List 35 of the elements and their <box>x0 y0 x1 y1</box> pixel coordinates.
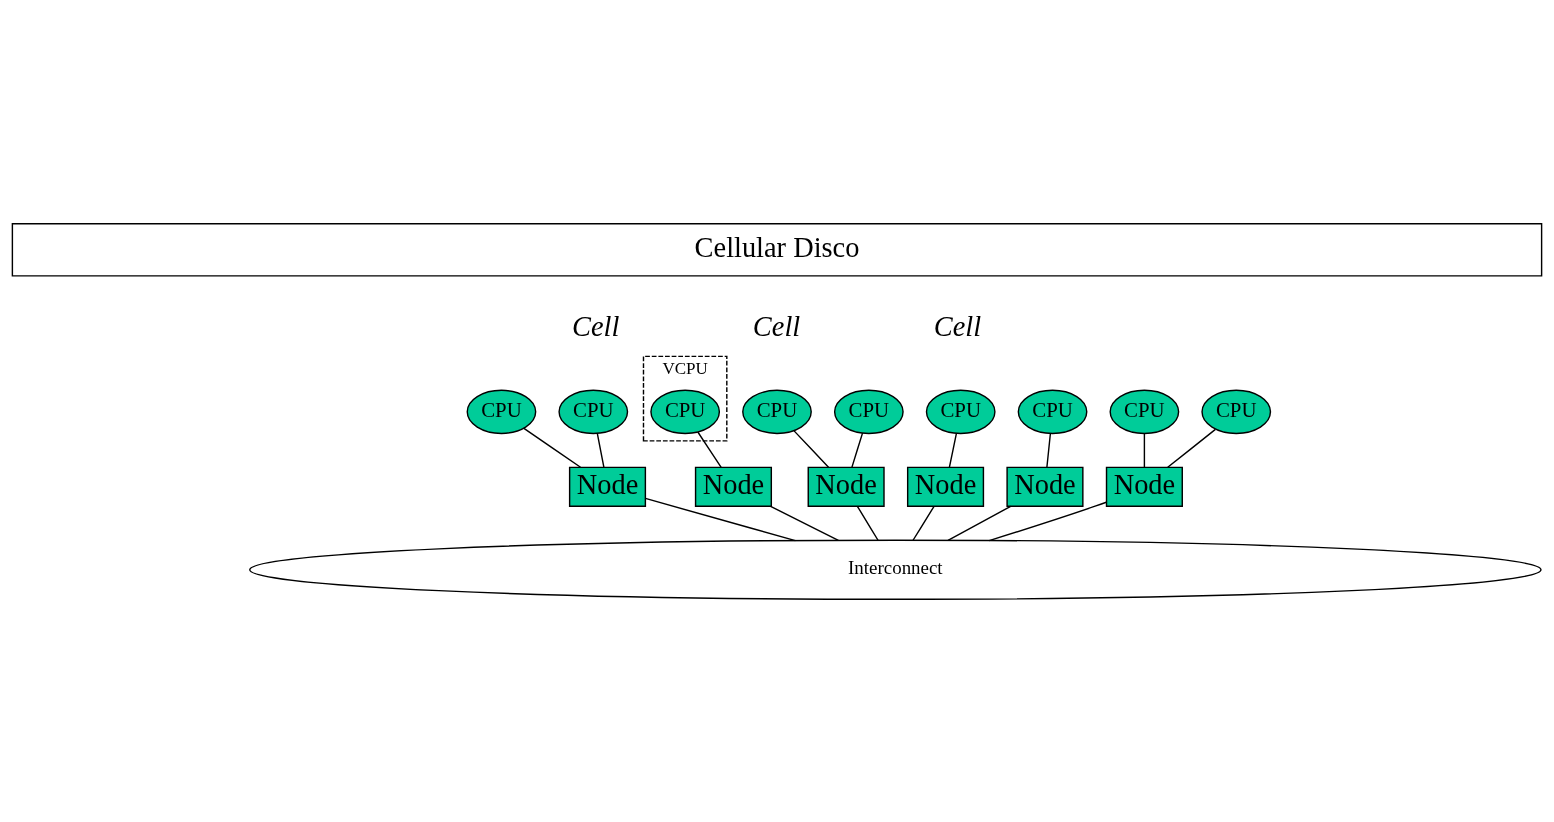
node-ellipse: CPU <box>558 389 629 434</box>
node-box: Node <box>1105 466 1183 507</box>
connector <box>769 505 840 541</box>
node-box: Node <box>1006 466 1084 507</box>
node-box: Node <box>568 466 647 507</box>
connector <box>596 431 605 468</box>
node-box: Node <box>807 466 885 507</box>
connector <box>988 501 1107 541</box>
connector <box>948 431 958 468</box>
node-box: Cellular Disco <box>11 222 1543 277</box>
label: Cell <box>752 310 801 342</box>
connector <box>912 505 935 541</box>
node-ellipse: CPU <box>1201 389 1272 434</box>
connector <box>523 427 582 468</box>
connector <box>793 429 830 468</box>
connector <box>1167 428 1217 468</box>
node-ellipse: CPU <box>650 389 721 434</box>
connector <box>644 497 797 541</box>
node-ellipse: CPU <box>1017 389 1088 434</box>
node-ellipse: CPU <box>833 389 904 434</box>
connector <box>947 505 1012 541</box>
connector <box>856 505 879 541</box>
node-ellipse: Interconnect <box>249 538 1542 600</box>
connector <box>697 430 722 468</box>
connector <box>1143 432 1146 468</box>
node-ellipse: CPU <box>925 389 996 434</box>
node-ellipse: CPU <box>466 389 537 434</box>
node-box: Node <box>694 466 773 507</box>
label: Cell <box>933 310 982 342</box>
connector <box>851 431 864 468</box>
node-ellipse: CPU <box>1109 389 1180 434</box>
label: Cell <box>572 310 620 342</box>
connector <box>1046 432 1052 468</box>
node-ellipse: CPU <box>742 389 812 434</box>
node-box: Node <box>906 466 985 507</box>
